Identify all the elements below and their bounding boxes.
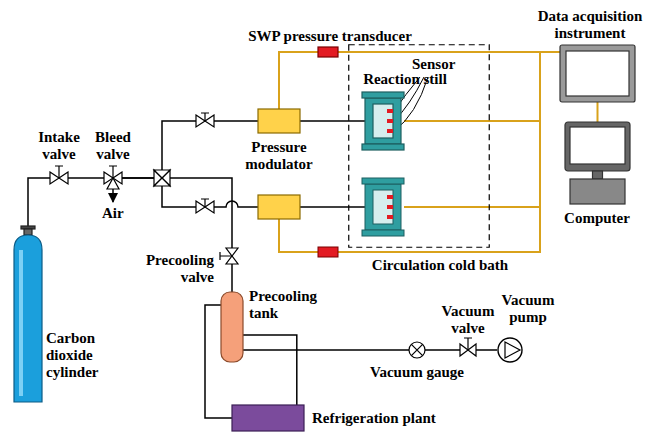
component-label: Carbon dioxide cylinder	[46, 330, 120, 381]
reaction-still: Reaction still	[365, 92, 401, 150]
pipe	[162, 178, 258, 207]
pipe	[243, 335, 297, 405]
vacuum-pump: Vacuum pump	[497, 338, 523, 362]
gas-cylinder: Carbon dioxide cylinder	[14, 226, 42, 402]
reaction-still-symbol	[365, 92, 401, 150]
computer: Computer	[565, 122, 630, 204]
vacuum-gauge-symbol	[409, 342, 425, 358]
data-acquisition-instrument: Data acquisition instrument	[560, 45, 635, 102]
component-label: Vacuum pump	[499, 292, 557, 326]
component-label: Intake valve	[30, 129, 88, 163]
pipe	[68, 177, 104, 179]
reaction-still	[362, 178, 404, 236]
pressure-transducer: SWP pressure transducer	[318, 47, 338, 57]
bleed-valve: Bleed valve	[104, 172, 122, 184]
component-label: Reaction still	[350, 71, 460, 88]
pressure-modulator: Pressure modulator	[258, 109, 300, 133]
component-label: Circulation cold bath	[355, 257, 525, 274]
component-label: Data acquisition instrument	[531, 8, 649, 42]
pipe	[300, 206, 365, 208]
precooling-valve-symbol	[226, 248, 238, 264]
signal-line	[597, 102, 599, 122]
precooling-tank-symbol	[221, 292, 243, 362]
intake-valve-symbol	[50, 172, 68, 184]
pipe	[28, 178, 50, 226]
pressure-transducer-symbol	[318, 47, 338, 57]
component-label: SWP pressure transducer	[230, 28, 430, 45]
component-label: Refrigeration plant	[312, 410, 462, 427]
precooling-valve: Precooling valve	[226, 248, 238, 264]
computer-symbol	[565, 122, 630, 204]
data-acquisition-instrument-symbol	[560, 45, 635, 102]
component-label: Computer	[557, 210, 637, 227]
pressure-modulator	[258, 195, 300, 219]
pipe	[122, 178, 232, 248]
refrigeration-plant-symbol	[232, 405, 304, 431]
pipe	[122, 121, 258, 178]
vacuum-valve: Vacuum valve	[460, 344, 476, 356]
component-label: Vacuum gauge	[362, 364, 472, 381]
component-label: Vacuum valve	[438, 303, 498, 337]
vacuum-valve-symbol	[460, 344, 476, 356]
pipe	[243, 349, 409, 351]
branch-valve	[196, 199, 214, 213]
component-label: Pressure modulator	[237, 139, 321, 173]
pipe	[476, 349, 497, 351]
pressure-transducer	[318, 247, 338, 257]
vacuum-pump-symbol	[497, 338, 523, 362]
signal-line	[338, 51, 560, 53]
vacuum-gauge: Vacuum gauge	[409, 342, 425, 358]
signal-line	[338, 52, 540, 252]
gas-cylinder-symbol	[14, 226, 42, 402]
sensor-wire	[404, 120, 540, 122]
sensor-label: Sensor	[412, 56, 455, 73]
sensor-wire	[404, 206, 540, 208]
refrigeration-plant: Refrigeration plant	[232, 405, 304, 431]
four-way-valve	[154, 170, 170, 186]
bleed-valve-symbol	[104, 172, 122, 184]
pipe	[300, 120, 365, 122]
intake-valve: Intake valve	[50, 172, 68, 184]
branch-valve	[196, 113, 214, 127]
signal-line	[279, 52, 318, 109]
component-label: Bleed valve	[87, 129, 139, 163]
precooling-tank: Precooling tank	[221, 292, 243, 362]
vent-arrow	[112, 189, 114, 202]
component-label: Precooling tank	[249, 288, 329, 322]
pressure-modulator-symbol	[258, 109, 300, 133]
pipe	[231, 264, 233, 292]
pipe	[425, 349, 460, 351]
component-label: Precooling valve	[130, 252, 214, 286]
vent-label: Air	[102, 205, 124, 222]
signal-line	[279, 219, 318, 252]
cold-bath-region: Circulation cold bathReaction still	[348, 44, 490, 248]
